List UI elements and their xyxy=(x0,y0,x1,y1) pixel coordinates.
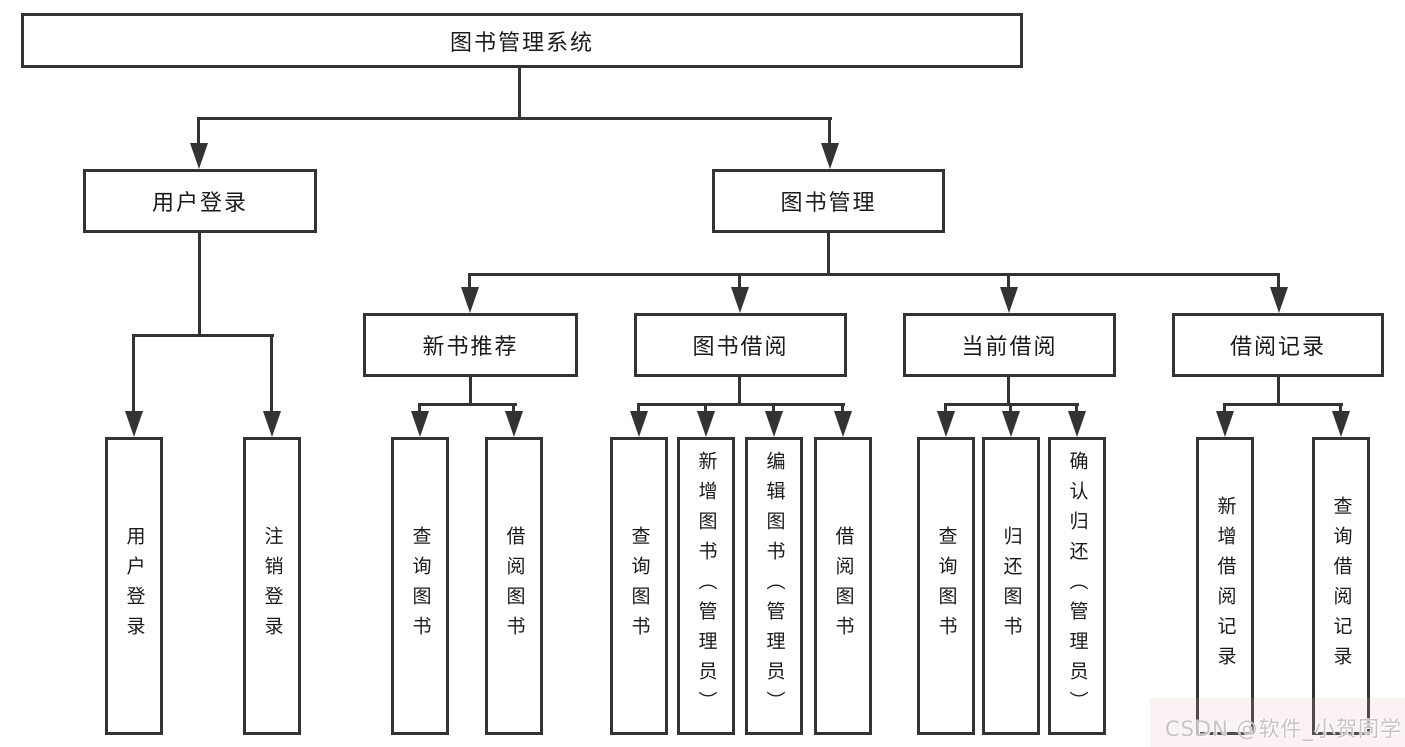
connector-line xyxy=(1007,377,1010,406)
node-label: 当前借阅 xyxy=(961,335,1058,360)
arrowhead-icon xyxy=(1270,287,1288,313)
arrowhead-icon xyxy=(1002,411,1020,437)
arrowhead-icon xyxy=(765,411,783,437)
arrowhead-icon xyxy=(461,287,479,313)
connector-line xyxy=(841,403,844,413)
node-label: 图书管理 xyxy=(780,191,877,216)
connector-line xyxy=(1277,377,1280,406)
node-label: 查询借阅记录 xyxy=(1330,496,1353,676)
leaf-add-borrow-record: 新增借阅记录 xyxy=(1196,437,1254,735)
leaf-return-book: 归还图书 xyxy=(982,437,1040,735)
connector-line xyxy=(512,403,515,413)
connector-line xyxy=(1339,403,1342,413)
node-book-borrow: 图书借阅 xyxy=(634,313,847,377)
connector-line xyxy=(738,273,741,290)
node-borrow-record: 借阅记录 xyxy=(1172,313,1384,377)
leaf-edit-book-admin: 编辑图书（管理员） xyxy=(745,437,803,735)
arrowhead-icon xyxy=(411,411,429,437)
arrowhead-icon xyxy=(125,411,143,437)
leaf-borrow-book-under-borrow: 借阅图书 xyxy=(814,437,872,735)
connector-line xyxy=(469,377,472,406)
arrowhead-icon xyxy=(697,411,715,437)
arrowhead-icon xyxy=(834,411,852,437)
leaf-borrow-book-under-recommend: 借阅图书 xyxy=(485,437,543,735)
connector-line xyxy=(704,403,707,413)
node-label: 图书管理系统 xyxy=(449,30,594,56)
node-label: 借阅图书 xyxy=(503,526,526,646)
connector-line xyxy=(637,403,845,406)
node-label: 借阅图书 xyxy=(832,526,855,646)
node-label: 新增借阅记录 xyxy=(1214,496,1237,676)
connector-line xyxy=(468,273,471,290)
leaf-query-borrow-record: 查询借阅记录 xyxy=(1312,437,1370,735)
node-label: 借阅记录 xyxy=(1229,335,1326,360)
arrowhead-icon xyxy=(1000,287,1018,313)
connector-line xyxy=(1075,403,1078,413)
arrowhead-icon xyxy=(1068,411,1086,437)
connector-line xyxy=(1223,403,1226,413)
connector-line xyxy=(270,334,273,414)
node-label: 编辑图书（管理员） xyxy=(763,451,786,721)
leaf-user-login: 用户登录 xyxy=(105,437,163,735)
arrowhead-icon xyxy=(505,411,523,437)
connector-line xyxy=(468,273,1280,276)
connector-line xyxy=(518,67,521,118)
connector-line xyxy=(1009,403,1012,413)
node-label: 用户登录 xyxy=(123,526,146,646)
connector-line xyxy=(828,117,831,146)
connector-line xyxy=(944,403,947,413)
node-label: 新书推荐 xyxy=(422,335,519,360)
node-label: 查询图书 xyxy=(628,526,651,646)
connector-line xyxy=(132,334,135,414)
arrowhead-icon xyxy=(263,411,281,437)
watermark: CSDN @软件_小贺同学 xyxy=(1164,717,1402,741)
connector-line xyxy=(1223,403,1343,406)
node-book-management: 图书管理 xyxy=(712,169,945,233)
node-root-system: 图书管理系统 xyxy=(21,13,1023,68)
leaf-logout: 注销登录 xyxy=(243,437,301,735)
leaf-query-book-under-current: 查询图书 xyxy=(917,437,975,735)
connector-line xyxy=(418,403,517,406)
arrowhead-icon xyxy=(630,411,648,437)
leaf-confirm-return-admin: 确认归还（管理员） xyxy=(1048,437,1106,735)
node-label: 新增图书（管理员） xyxy=(695,451,718,721)
connector-line xyxy=(197,117,200,146)
node-label: 查询图书 xyxy=(935,526,958,646)
connector-line xyxy=(772,403,775,413)
node-label: 图书借阅 xyxy=(692,335,789,360)
leaf-query-book-under-recommend: 查询图书 xyxy=(391,437,449,735)
leaf-add-book-admin: 新增图书（管理员） xyxy=(677,437,735,735)
connector-line xyxy=(132,334,274,337)
arrowhead-icon xyxy=(821,143,839,169)
arrowhead-icon xyxy=(1332,411,1350,437)
connector-line xyxy=(197,117,832,120)
node-user-login: 用户登录 xyxy=(83,169,317,233)
node-label: 注销登录 xyxy=(261,526,284,646)
leaf-query-book-under-borrow: 查询图书 xyxy=(610,437,668,735)
node-label: 用户登录 xyxy=(151,191,248,216)
watermark-tint xyxy=(1150,698,1405,747)
arrowhead-icon xyxy=(190,143,208,169)
connector-line xyxy=(198,233,201,337)
node-label: 归还图书 xyxy=(1000,526,1023,646)
node-new-book-recommend: 新书推荐 xyxy=(363,313,578,377)
arrowhead-icon xyxy=(731,287,749,313)
arrowhead-icon xyxy=(1216,411,1234,437)
connector-line xyxy=(1277,273,1280,290)
arrowhead-icon xyxy=(937,411,955,437)
node-label: 查询图书 xyxy=(409,526,432,646)
connector-line xyxy=(418,403,421,413)
connector-line xyxy=(738,377,741,406)
connector-line xyxy=(827,233,830,276)
connector-line xyxy=(1007,273,1010,290)
connector-line xyxy=(637,403,640,413)
node-current-borrow: 当前借阅 xyxy=(903,313,1116,377)
node-label: 确认归还（管理员） xyxy=(1066,451,1089,721)
